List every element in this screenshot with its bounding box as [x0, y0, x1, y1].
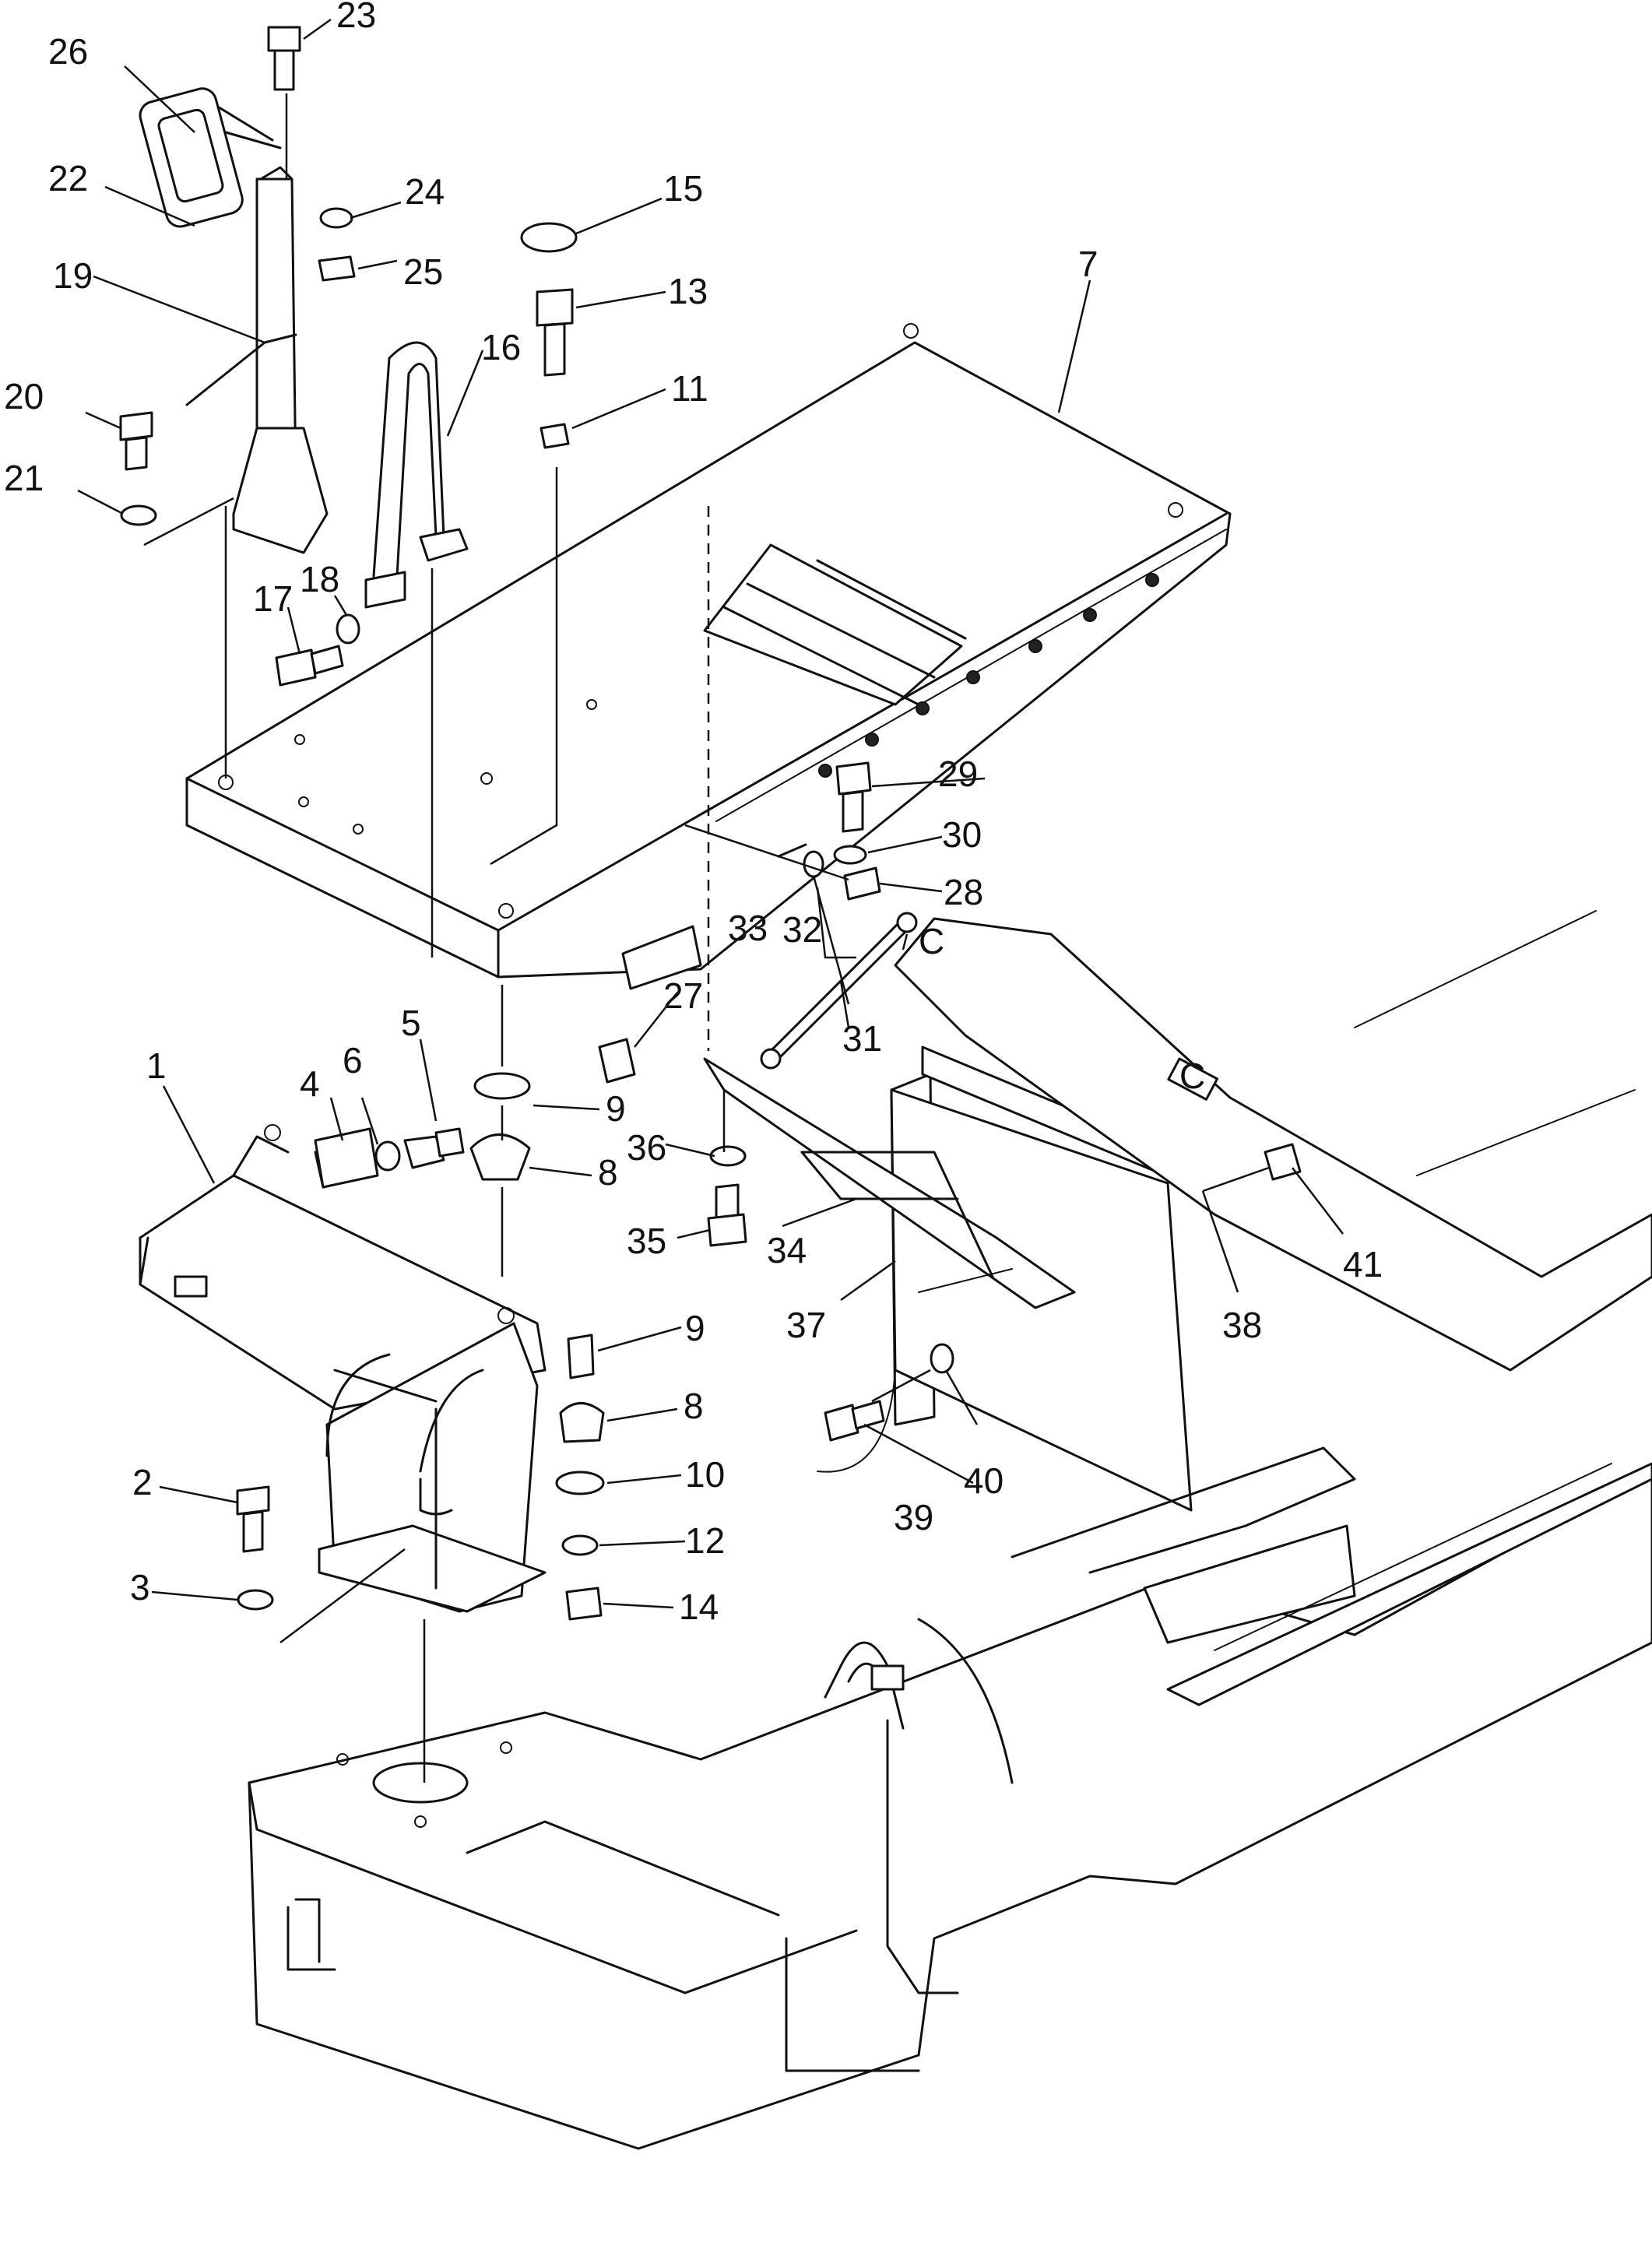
callout-20: 20	[4, 376, 44, 416]
callout-12: 12	[685, 1520, 725, 1561]
callout-17: 17	[253, 578, 293, 619]
callout-35: 35	[627, 1221, 666, 1261]
callout-9b: 9	[685, 1308, 705, 1348]
callout-8a: 8	[598, 1152, 618, 1193]
callout-1: 1	[146, 1045, 167, 1086]
track-arm	[824, 917, 1652, 1784]
callout-37: 37	[786, 1305, 826, 1345]
callout-16: 16	[481, 327, 521, 367]
control-rod	[760, 912, 918, 1070]
callout-11: 11	[671, 368, 708, 409]
plate-mark-a: C	[919, 921, 944, 961]
callout-14: 14	[679, 1587, 719, 1627]
callout-33: 33	[728, 908, 768, 948]
callout-31: 31	[842, 1018, 882, 1059]
callout-39: 39	[894, 1497, 933, 1537]
hardware	[119, 26, 1302, 1621]
callout-21: 21	[4, 458, 44, 498]
callout-5: 5	[401, 1003, 421, 1043]
callout-18: 18	[300, 559, 339, 599]
callout-19: 19	[53, 255, 93, 296]
callout-23: 23	[336, 0, 376, 35]
callout-26: 26	[48, 31, 88, 72]
callout-38: 38	[1222, 1305, 1262, 1345]
assembly-lines	[143, 93, 1270, 1783]
handrail	[364, 341, 469, 609]
callout-15: 15	[663, 168, 703, 209]
callout-30: 30	[942, 814, 982, 855]
callout-41: 41	[1343, 1244, 1383, 1284]
callout-36: 36	[627, 1127, 666, 1168]
plate-mark-b: C	[1179, 1056, 1205, 1096]
base-frame	[248, 910, 1652, 2150]
callout-9a: 9	[606, 1088, 626, 1129]
callout-7: 7	[1078, 244, 1098, 284]
callout-8b: 8	[684, 1386, 704, 1426]
callout-29: 29	[938, 754, 978, 794]
callout-6: 6	[343, 1040, 363, 1081]
plate-marks: C C	[919, 921, 1205, 1096]
callout-4: 4	[300, 1063, 320, 1104]
callout-27: 27	[663, 975, 703, 1016]
callout-32: 32	[782, 909, 822, 950]
callout-28: 28	[944, 872, 983, 912]
callout-25: 25	[403, 251, 443, 292]
callout-40: 40	[964, 1460, 1004, 1501]
callout-leaders	[77, 18, 1344, 1609]
callout-labels: 1 2 3 4 5 6 7 8 8 9 9 10 11 12 13 14 15 …	[4, 0, 1383, 1627]
callout-10: 10	[685, 1454, 725, 1495]
callout-34: 34	[767, 1230, 807, 1270]
callout-24: 24	[405, 171, 445, 212]
front-console	[139, 1124, 547, 1613]
callout-22: 22	[48, 158, 88, 199]
callout-2: 2	[132, 1462, 153, 1502]
lever-stand	[139, 87, 329, 554]
callout-13: 13	[668, 271, 708, 311]
callout-3: 3	[130, 1567, 150, 1608]
